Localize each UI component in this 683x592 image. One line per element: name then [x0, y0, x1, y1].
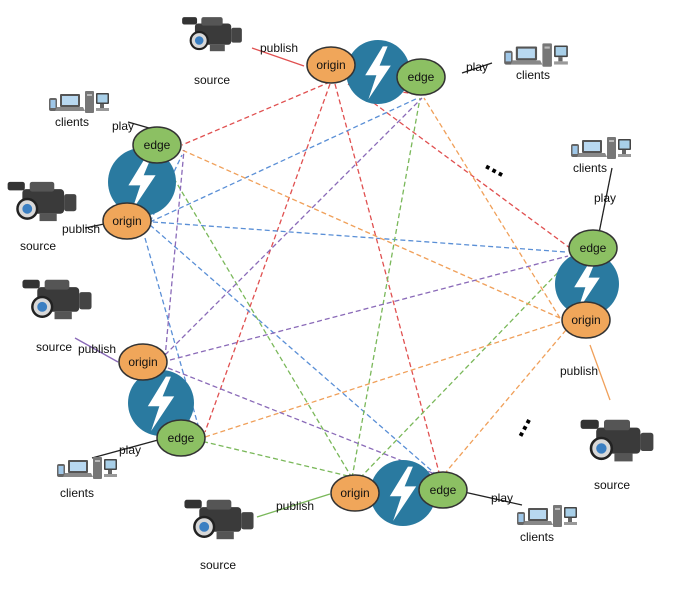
clients-label: clients [55, 115, 89, 129]
devices-icon [49, 91, 109, 113]
source-left-top: source [6, 180, 78, 253]
video-camera-icon [21, 278, 93, 321]
link-blue-3 [149, 224, 441, 479]
play-arrow-right [597, 167, 613, 239]
video-camera-icon [579, 418, 655, 463]
origin-node[interactable]: origin [561, 301, 611, 339]
origin-label: origin [316, 58, 345, 72]
edge-node[interactable]: edge [156, 419, 206, 457]
edge-label: edge [144, 138, 171, 152]
link-orange-3 [204, 321, 561, 438]
clients-label: clients [60, 486, 94, 500]
publish-link-left-top [84, 223, 105, 229]
link-red-1 [181, 81, 331, 146]
clients-right: clients [571, 137, 631, 175]
origin-node[interactable]: origin [330, 474, 380, 512]
source-label: source [20, 239, 56, 253]
edge-label: edge [168, 431, 195, 445]
publish-label-left-top: publish [62, 222, 100, 236]
publish-arrow-left-bottom [74, 337, 119, 363]
video-camera-icon [6, 180, 78, 223]
devices-icon [57, 457, 117, 479]
play-label-left-top: play [112, 119, 134, 133]
link-purple-4 [167, 367, 441, 477]
origin-node[interactable]: origin [102, 202, 152, 240]
play-arrow-bottom [463, 491, 523, 506]
edge-node[interactable]: edge [396, 58, 446, 96]
publish-arrow-bottom [256, 493, 331, 518]
source-left-bottom: source [21, 278, 93, 354]
devices-icon [571, 137, 631, 159]
video-camera-icon [183, 498, 255, 541]
origin-label: origin [340, 486, 369, 500]
cluster-left-bottom: origin edge [118, 343, 206, 457]
play-label-left-bottom: play [119, 443, 141, 457]
cluster-top: origin edge [306, 40, 446, 104]
edge-node[interactable]: edge [568, 229, 618, 267]
link-purple-2 [164, 97, 423, 356]
link-green-2 [351, 97, 421, 479]
play-label-bottom: play [491, 491, 513, 505]
edge-node[interactable]: edge [132, 126, 182, 164]
publish-label-left-bottom: publish [78, 342, 116, 356]
cluster-right: edge origin [555, 229, 619, 339]
source-bottom: source [183, 498, 255, 572]
origin-node[interactable]: origin [118, 343, 168, 381]
link-green-4 [204, 441, 349, 477]
source-top: source [181, 15, 243, 87]
link-green-3 [359, 261, 569, 479]
ellipsis-upper-right: ... [481, 146, 514, 183]
edge-label: edge [430, 483, 457, 497]
link-green-1 [159, 154, 353, 479]
clients-label: clients [573, 161, 607, 175]
link-orange-1 [181, 149, 561, 319]
play-label-top: play [466, 60, 488, 74]
publish-label-bottom: publish [276, 499, 314, 513]
cluster-left-top: edge origin [102, 126, 182, 240]
publish-arrow-right [589, 344, 611, 401]
edge-label: edge [408, 70, 435, 84]
origin-label: origin [112, 214, 141, 228]
link-purple-3 [169, 255, 569, 361]
link-purple-1 [164, 149, 185, 359]
source-right: source [579, 418, 655, 492]
source-label: source [36, 340, 72, 354]
source-label: source [200, 558, 236, 572]
clients-left-bottom: clients [57, 457, 117, 500]
link-red-2 [347, 83, 571, 249]
source-label: source [594, 478, 630, 492]
clients-label: clients [516, 68, 550, 82]
play-arrow-left-bottom [91, 439, 159, 459]
video-camera-icon [181, 15, 243, 53]
link-orange-4 [445, 329, 567, 473]
origin-label: origin [128, 355, 157, 369]
mesh-links [144, 81, 571, 479]
devices-icon [517, 505, 577, 527]
clients-bottom: clients [517, 505, 577, 544]
clients-top: clients [504, 43, 568, 82]
play-arrow-top [461, 62, 493, 74]
link-blue-2 [152, 221, 567, 253]
link-blue-1 [149, 97, 419, 223]
clients-label: clients [520, 530, 554, 544]
origin-label: origin [571, 313, 600, 327]
cluster-bottom: origin edge [330, 460, 468, 526]
source-label: source [194, 73, 230, 87]
edge-label: edge [580, 241, 607, 255]
publish-play-links [74, 47, 613, 518]
play-label-right: play [594, 191, 616, 205]
publish-label-top: publish [260, 41, 298, 55]
edge-node[interactable]: edge [418, 471, 468, 509]
link-red-3 [204, 83, 331, 433]
clients-left-top: clients [49, 91, 109, 129]
origin-node[interactable]: origin [306, 46, 356, 84]
link-orange-2 [423, 97, 561, 319]
ellipsis-lower-right: ... [500, 408, 537, 441]
publish-arrow-top [251, 47, 305, 67]
publish-label-right: publish [560, 364, 598, 378]
devices-icon [504, 43, 568, 67]
